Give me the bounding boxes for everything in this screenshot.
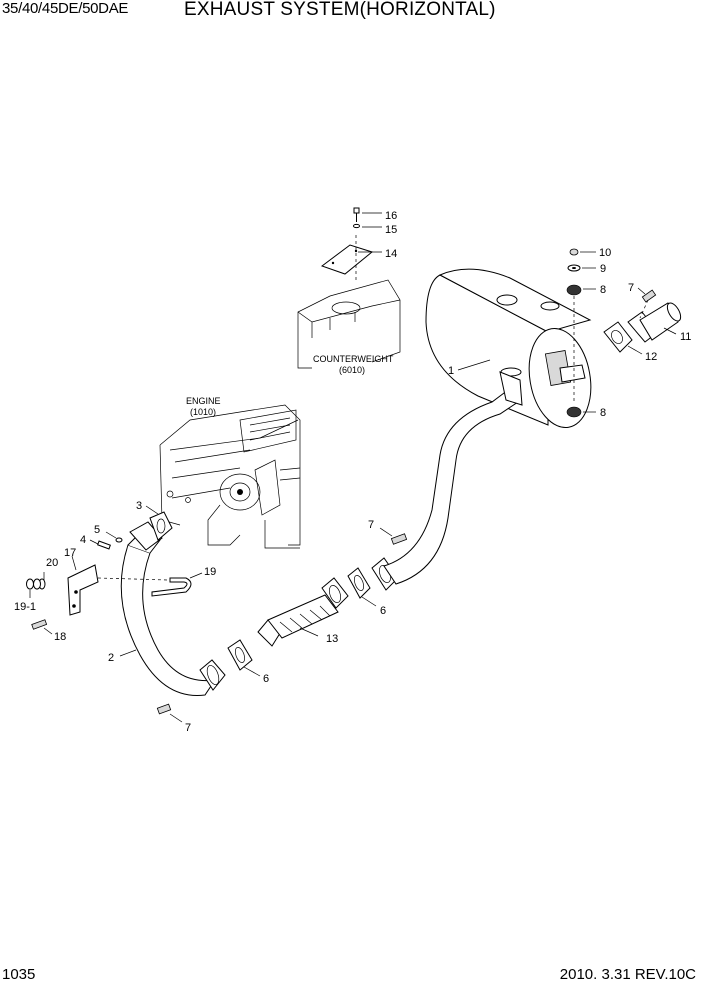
part-8-mount-lower [566,406,596,418]
callout-3: 3 [136,500,142,512]
callout-10: 10 [599,247,611,259]
callout-18: 18 [54,631,66,643]
callout-15: 15 [385,224,397,236]
callout-5: 5 [94,524,100,536]
engine-code: (1010) [190,407,216,417]
page-title: EXHAUST SYSTEM(HORIZONTAL) [184,0,496,20]
callout-19-1: 19-1 [14,601,36,613]
callout-20: 20 [46,557,58,569]
part-5-washer [105,531,123,543]
counterweight-label: COUNTERWEIGHT [313,354,394,364]
counterweight-code: (6010) [339,365,365,375]
page-number: 1035 [2,966,36,983]
callout-13: 13 [326,633,338,645]
part-8-mount-upper [566,284,596,404]
callout-7-lower: 7 [185,722,191,734]
part-7-sensor-middle [379,527,408,545]
callout-1: 1 [448,365,454,377]
callout-7-right: 7 [628,282,634,294]
part-3-gasket [145,505,173,541]
part-10-nut [569,248,596,256]
callout-14: 14 [385,248,397,260]
counterweight-reference [297,279,401,369]
callout-11: 11 [680,331,691,343]
callout-9: 9 [600,263,606,275]
part-4-bolt [89,539,111,550]
callout-7-middle: 7 [368,519,374,531]
part-15-washer [353,223,382,229]
part-2-front-pipe [119,521,226,696]
part-9-washer [567,264,596,272]
callout-6-left: 6 [263,673,269,685]
part-18-bolt [31,619,53,635]
part-19-1-nut [26,578,41,598]
revision-date: 2010. 3.31 REV.10C [559,966,696,983]
part-6-gasket-left [227,639,261,677]
callout-16: 16 [385,210,397,222]
callout-4: 4 [80,534,86,546]
callout-6-right: 6 [380,605,386,617]
engine-reference [159,404,301,549]
part-13-flex-pipe [257,577,349,647]
part-17-bracket [67,555,99,616]
part-12-gasket [603,321,643,355]
part-14-cover-plate [320,235,382,280]
callout-19: 19 [204,566,216,578]
part-16-bolt [353,207,382,222]
part-7-sensor-right [637,287,657,319]
model-number: 35/40/45DE/50DAE [2,0,129,17]
part-6-gasket-right [347,567,377,607]
rear-pipe [371,371,523,591]
part-19-u-bolt [97,572,203,597]
part-7-sensor-lower [156,703,183,723]
callout-8-upper: 8 [600,284,606,296]
engine-label: ENGINE [186,396,221,406]
callout-8-lower: 8 [600,407,606,419]
callout-17: 17 [64,547,76,559]
callout-12: 12 [645,351,657,363]
callout-2: 2 [108,652,114,664]
part-11-tail-pipe [627,302,682,343]
